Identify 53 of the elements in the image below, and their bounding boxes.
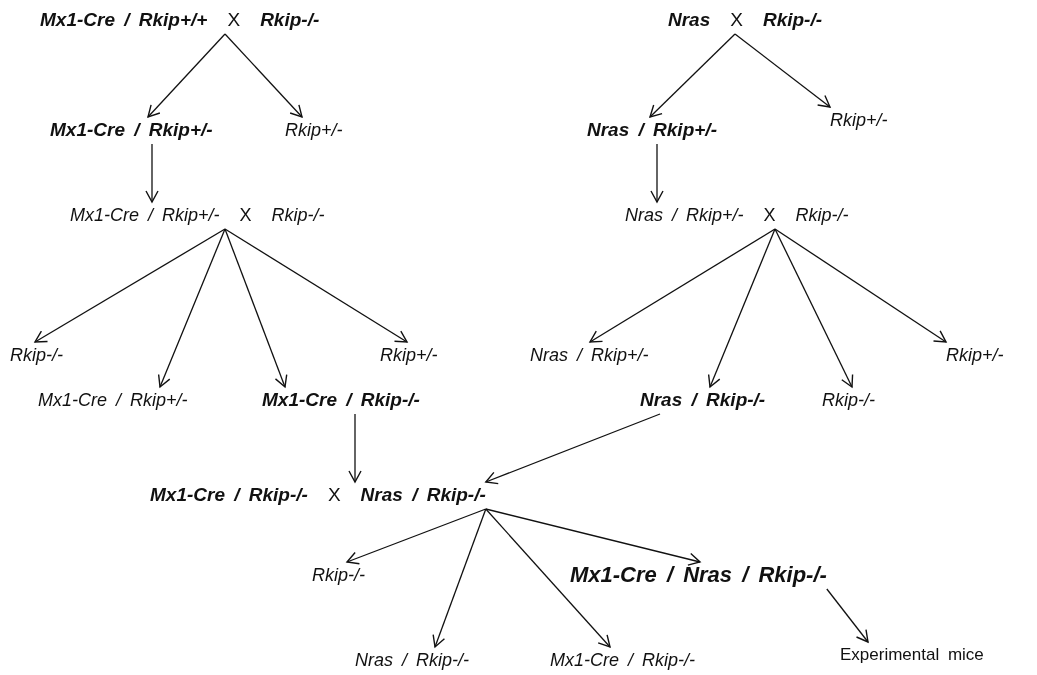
- genotype-label: Nras / Rkip-/-: [360, 484, 486, 506]
- arrow: [774, 228, 947, 343]
- arrow: [147, 33, 226, 118]
- cross-symbol: X: [327, 484, 341, 506]
- genotype-label: Rkip-/-: [795, 204, 849, 226]
- genotype-label: Rkip-/-: [312, 564, 365, 586]
- genotype-label: Mx1-Cre / Rkip-/-: [150, 484, 308, 506]
- genotype-label: Nras / Rkip-/-: [355, 649, 469, 671]
- arrow: [826, 588, 869, 643]
- arrow: [707, 228, 776, 388]
- arrow: [649, 33, 736, 118]
- genotype-label: Nras / Rkip+/-: [530, 344, 649, 366]
- arrow: [432, 508, 487, 648]
- cross-symbol: X: [763, 204, 776, 226]
- genotype-label: Mx1-Cre / Rkip+/-: [38, 389, 188, 411]
- cross-symbol: X: [239, 204, 252, 226]
- genotype-label: Rkip-/-: [271, 204, 325, 226]
- genotype-label: Mx1-Cre / Rkip+/-: [50, 119, 213, 141]
- arrow: [346, 508, 487, 565]
- arrow: [224, 33, 303, 118]
- arrow: [734, 33, 831, 108]
- arrow: [589, 228, 776, 343]
- arrow: [774, 228, 854, 388]
- genotype-label: Mx1-Cre / Nras / Rkip-/-: [570, 564, 827, 586]
- genotype-label: Mx1-Cre / Rkip-/-: [550, 649, 695, 671]
- genotype-label: Nras: [668, 9, 711, 31]
- arrow: [348, 413, 362, 483]
- cross-symbol: X: [227, 9, 241, 31]
- genotype-label: Rkip-/-: [822, 389, 875, 411]
- genotype-label: Rkip-/-: [260, 9, 320, 31]
- genotype-label: Nras / Rkip+/-: [587, 119, 717, 141]
- genotype-label: Rkip+/-: [946, 344, 1004, 366]
- genotype-label: Mx1-Cre / Rkip+/-: [70, 204, 220, 226]
- arrow: [650, 143, 664, 203]
- genotype-label: Rkip-/-: [762, 9, 823, 31]
- arrow: [157, 228, 226, 388]
- arrow: [224, 228, 288, 388]
- arrow: [485, 508, 701, 566]
- arrow: [224, 228, 408, 343]
- genotype-label: Rkip+/-: [285, 119, 343, 141]
- cross-symbol: X: [730, 9, 743, 31]
- arrow: [485, 413, 661, 485]
- arrow: [145, 143, 159, 203]
- genotype-label: Rkip+/-: [830, 109, 888, 131]
- genotype-label: Mx1-Cre / Rkip-/-: [262, 389, 420, 411]
- genotype-label: Rkip-/-: [10, 344, 63, 366]
- outcome-label: Experimental mice: [840, 644, 984, 666]
- genotype-label: Nras / Rkip+/-: [625, 204, 744, 226]
- genotype-label: Mx1-Cre / Rkip+/+: [40, 9, 208, 31]
- genotype-label: Rkip+/-: [380, 344, 438, 366]
- arrow: [485, 508, 611, 648]
- genotype-label: Nras / Rkip-/-: [640, 389, 766, 411]
- arrow: [34, 228, 226, 343]
